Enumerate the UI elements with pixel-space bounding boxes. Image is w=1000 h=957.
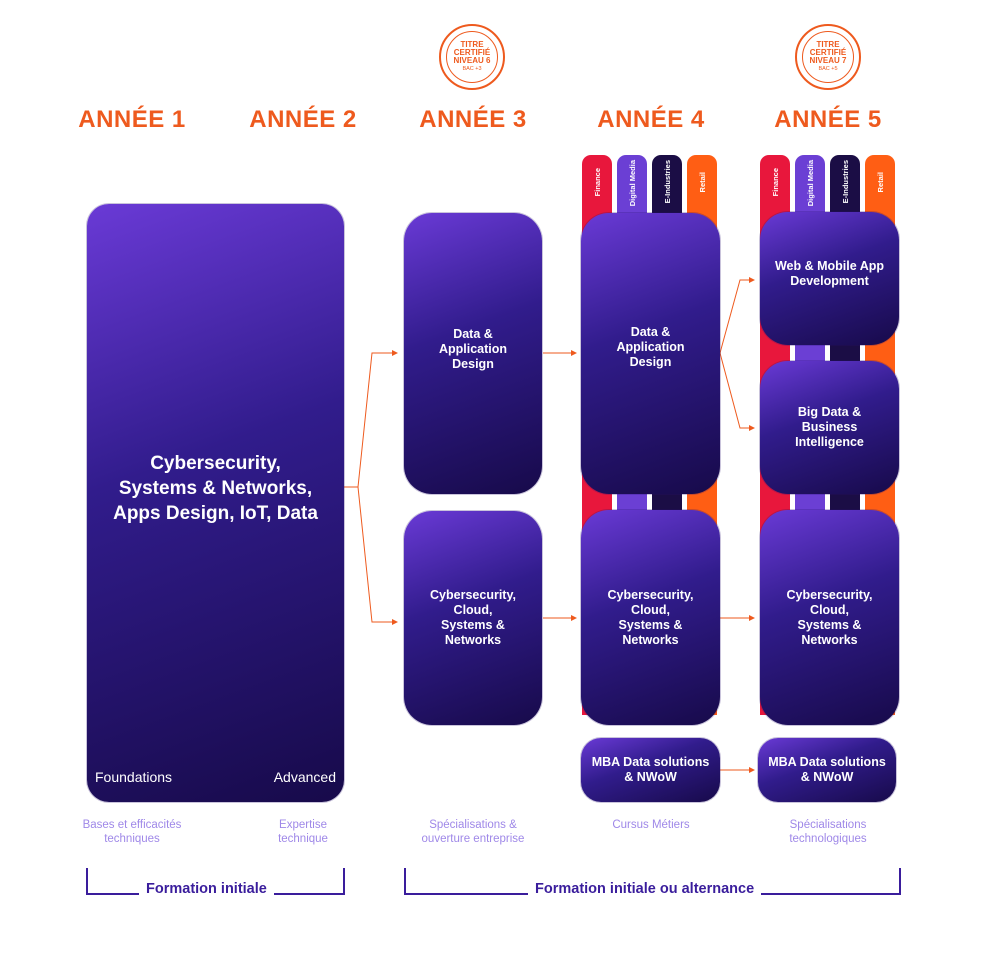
track-label-digital-media: Digital Media [795,160,825,220]
stamp-title: TITRE CERTIFIÉ NIVEAU 7 [809,40,847,65]
caption-year-4: Cursus Métiers [612,819,690,831]
caption-year-3: Spécialisations & ouverture entreprise [421,819,525,845]
card-label: Data & Application Design [438,327,508,371]
caption-year-2: Expertise technique [278,819,328,845]
card-label: Cybersecurity, Cloud, Systems & Networks [430,588,516,647]
year-3-heading: ANNÉE 3 [419,106,527,133]
track-label: Retail [875,172,885,193]
year-5-heading: ANNÉE 5 [774,106,882,133]
year5-web-mobile-card: Web & Mobile App Development [760,212,899,345]
arrow-foundation-to-year3 [344,350,398,625]
year3-cybersecurity-card: Cybersecurity, Cloud, Systems & Networks [404,511,542,725]
bracket-label-formation-initiale: Formation initiale [139,881,274,897]
foundation-right-label: Advanced [273,769,336,785]
year5-cybersecurity-card: Cybersecurity, Cloud, Systems & Networks [760,510,899,725]
bracket-label-formation-alternance: Formation initiale ou alternance [528,881,762,897]
year-2-heading: ANNÉE 2 [249,106,357,133]
track-label: Finance [770,168,780,197]
card-label: MBA Data solutions & NWoW [591,755,710,784]
stamp-title: TITRE CERTIFIÉ NIVEAU 6 [453,40,491,65]
foundation-title: Cybersecurity, Systems & Networks, Apps … [113,452,318,524]
year5-mba-card: MBA Data solutions & NWoW [758,738,896,802]
year4-mba-card: MBA Data solutions & NWoW [581,738,720,802]
card-label: Cybersecurity, Cloud, Systems & Networks [607,587,694,647]
year3-data-application-card: Data & Application Design [404,213,542,494]
track-label: E-Industries [662,160,672,204]
card-label: Big Data & Business Intelligence [795,405,864,449]
track-label-digital-media: Digital Media [617,160,647,220]
track-label: Digital Media [627,160,637,207]
track-label: Finance [592,168,602,197]
card-label: Cybersecurity, Cloud, Systems & Networks [786,587,873,647]
track-label: Digital Media [805,160,815,207]
stamp-level: BAC +5 [818,66,838,72]
track-label-e-industries: E-Industries [830,160,860,220]
arrow-year4-data-to-bigdata [719,352,755,431]
track-label-e-industries: E-Industries [652,160,682,220]
year4-cybersecurity-card: Cybersecurity, Cloud, Systems & Networks [581,510,720,725]
track-label: Retail [697,172,707,193]
year-1-heading: ANNÉE 1 [78,106,186,133]
track-label: E-Industries [840,160,850,204]
caption-year-1: Bases et efficacités techniques [82,819,182,845]
card-label: MBA Data solutions & NWoW [768,755,886,784]
arrow-year4-data-to-web [719,277,755,354]
year5-big-data-card: Big Data & Business Intelligence [760,361,899,494]
stamp-level: BAC +3 [462,66,482,72]
caption-year-5: Spécialisations technologiques [789,819,867,845]
certification-stamp-level-7: TITRE CERTIFIÉ NIVEAU 7 BAC +5 [795,24,861,90]
year-4-heading: ANNÉE 4 [597,106,705,133]
certification-stamp-level-6: TITRE CERTIFIÉ NIVEAU 6 BAC +3 [439,24,505,90]
year4-data-application-card: Data & Application Design [581,213,720,494]
foundation-left-label: Foundations [95,769,173,785]
foundation-card: Cybersecurity, Systems & Networks, Apps … [87,204,344,802]
card-label: Data & Application Design [616,325,685,369]
card-label: Web & Mobile App Development [774,258,885,288]
